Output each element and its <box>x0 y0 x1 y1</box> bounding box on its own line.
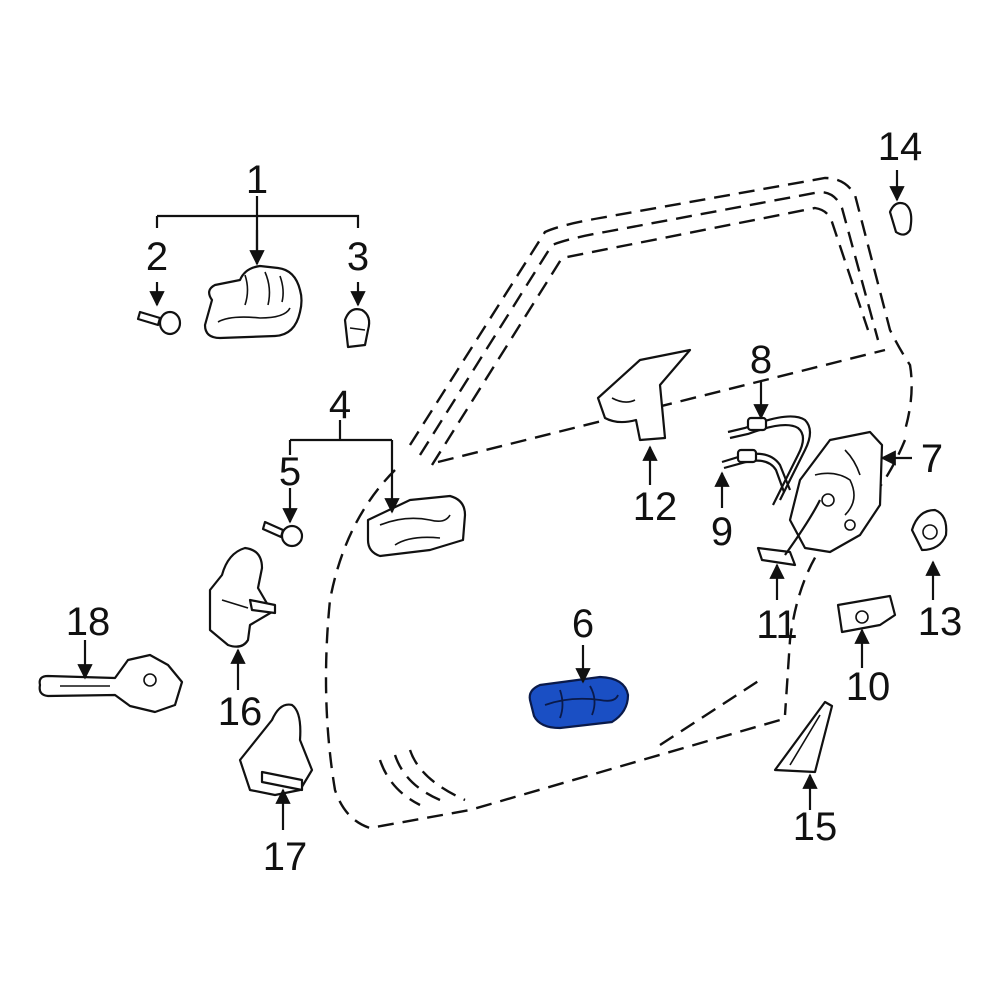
part-13-bumper <box>910 508 948 552</box>
callout-15: 15 <box>793 805 838 849</box>
part-1-outside-handle <box>203 264 303 340</box>
part-17-lower-hinge <box>238 703 314 797</box>
part-2-bolt <box>136 310 182 336</box>
callout-16: 16 <box>218 690 263 734</box>
part-7-lock <box>788 430 884 554</box>
part-10-striker <box>836 594 897 634</box>
callout-5: 5 <box>279 450 301 494</box>
callout-11: 11 <box>756 603 798 647</box>
callout-6: 6 <box>572 602 594 646</box>
part-18-door-check <box>38 653 184 714</box>
callout-17: 17 <box>263 835 308 879</box>
callout-3: 3 <box>347 235 369 279</box>
callout-8: 8 <box>750 338 772 382</box>
callout-9: 9 <box>711 510 733 554</box>
part-16-upper-hinge <box>208 546 277 648</box>
callout-labels: 1 2 3 4 5 6 7 8 9 10 11 12 13 14 15 16 1… <box>66 125 963 879</box>
callout-4: 4 <box>329 383 351 427</box>
part-4-handle-frame <box>366 494 467 558</box>
part-5-bolt <box>261 520 304 548</box>
callout-14: 14 <box>878 125 923 169</box>
part-14-plug <box>888 201 913 236</box>
part-12-bracket <box>596 348 692 442</box>
callout-2: 2 <box>146 235 168 279</box>
part-15-trim <box>773 700 834 774</box>
callout-13: 13 <box>918 600 963 644</box>
part-6-inside-handle <box>528 675 630 730</box>
callout-1: 1 <box>246 158 268 202</box>
callout-18: 18 <box>66 600 111 644</box>
callout-12: 12 <box>633 485 678 529</box>
callout-7: 7 <box>921 437 943 481</box>
callout-10: 10 <box>846 665 891 709</box>
part-3-cap <box>343 308 371 349</box>
bracket-4 <box>288 420 392 455</box>
part-9-cable <box>721 448 792 493</box>
part-11-rod <box>756 499 821 567</box>
